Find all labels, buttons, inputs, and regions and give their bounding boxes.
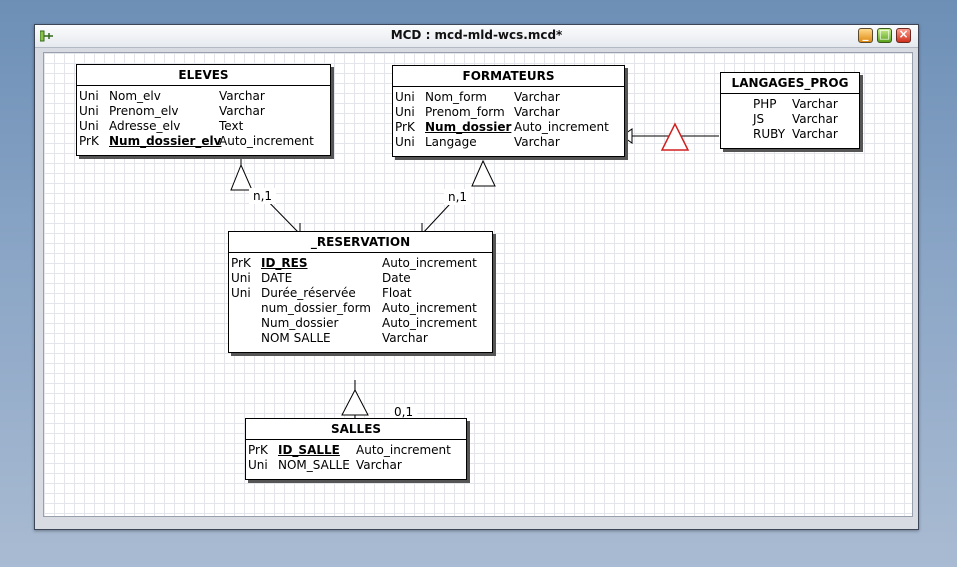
attribute-key: Uni [395,135,415,149]
attribute-type: Auto_increment [356,443,451,457]
attribute-key: Uni [395,90,415,104]
app-logo-icon [40,30,53,42]
attribute-type: Varchar [792,112,838,126]
entity-salles[interactable]: SALLES PrK ID_SALLE Auto_increment Uni N… [245,418,467,480]
attribute-type: Varchar [356,458,402,472]
attribute-name: JS [753,112,765,126]
entity-title: LANGAGES_PROG [721,73,859,94]
attribute-name-primary-key: Num_dossier_elv [109,134,222,148]
attribute-key: Uni [79,119,99,133]
window-title: MCD : mcd-mld-wcs.mcd* [390,28,563,42]
entity-title: ELEVES [77,65,330,86]
attribute-type: Varchar [514,105,560,119]
close-icon: × [898,27,909,41]
attribute-name: PHP [753,97,777,111]
diagram-canvas[interactable]: n,1 n,1 0,1 ELEVES Uni Nom_elv Varchar U… [43,52,913,517]
attribute-name: Prenom_form [425,105,505,119]
attribute-row[interactable]: Uni Nom_elv Varchar [77,89,330,104]
maximize-icon: □ [878,27,891,41]
attribute-key: PrK [231,256,251,270]
attribute-key: Uni [248,458,268,472]
minimize-button[interactable]: _ [858,27,873,43]
attribute-row[interactable]: Uni Nom_form Varchar [393,90,624,105]
attribute-type: Auto_increment [514,120,609,134]
attribute-key: Uni [395,105,415,119]
attribute-type: Varchar [219,104,265,118]
attribute-row[interactable]: Uni Prenom_elv Varchar [77,104,330,119]
attribute-type: Varchar [792,127,838,141]
attribute-row[interactable]: Uni Adresse_elv Text [77,119,330,134]
attribute-row[interactable]: PrK Num_dossier_elv Auto_increment [77,134,330,149]
entity-formateurs[interactable]: FORMATEURS Uni Nom_form Varchar Uni Pren… [392,65,625,157]
attribute-key: PrK [248,443,268,457]
close-button[interactable]: × [896,27,911,43]
attribute-name: Durée_réservée [261,286,356,300]
attribute-name: Adresse_elv [109,119,181,133]
attribute-name: num_dossier_form [261,301,371,315]
attribute-row[interactable]: Num_dossier Auto_increment [229,316,492,331]
attribute-type: Date [382,271,411,285]
attribute-type: Auto_increment [219,134,314,148]
entity-title: _RESERVATION [229,232,492,253]
attribute-type: Varchar [792,97,838,111]
attribute-key: Uni [79,89,99,103]
attribute-name: RUBY [753,127,786,141]
attribute-name: Langage [425,135,477,149]
attribute-key: PrK [395,120,415,134]
entity-title: FORMATEURS [393,66,624,87]
attribute-type: Auto_increment [382,301,477,315]
attribute-key: Uni [231,271,251,285]
attribute-type: Auto_increment [382,256,477,270]
attribute-name: Num_dossier [261,316,339,330]
entity-title: SALLES [246,419,466,440]
attribute-row[interactable]: PrK Num_dossier Auto_increment [393,120,624,135]
link-langages-formateurs[interactable] [620,122,719,151]
attribute-row[interactable]: PHP Varchar [721,97,859,112]
attribute-name-primary-key: Num_dossier [425,120,512,134]
attribute-row[interactable]: NOM SALLE Varchar [229,331,492,346]
attribute-name: Nom_form [425,90,487,104]
attribute-type: Varchar [514,135,560,149]
cardinality-reservation-salles: 0,1 [390,404,418,420]
attribute-type: Auto_increment [382,316,477,330]
attribute-name: Nom_elv [109,89,161,103]
minimize-icon: _ [862,27,869,41]
attribute-row[interactable]: Uni Prenom_form Varchar [393,105,624,120]
cardinality-formateurs-reservation: n,1 [444,189,472,205]
attribute-name: NOM SALLE [261,331,331,345]
attribute-key: PrK [79,134,99,148]
attribute-type: Varchar [382,331,428,345]
attribute-name-primary-key: ID_RES [261,256,308,270]
entity-langages-prog[interactable]: LANGAGES_PROG PHP Varchar JS Varchar RUB… [720,72,860,149]
attribute-name-primary-key: ID_SALLE [278,443,340,457]
attribute-row[interactable]: Uni NOM_SALLE Varchar [246,458,466,473]
attribute-name: Prenom_elv [109,104,179,118]
app-window: MCD : mcd-mld-wcs.mcd* _ □ × [34,24,919,530]
attribute-key: Uni [231,286,251,300]
attribute-row[interactable]: JS Varchar [721,112,859,127]
attribute-type: Float [382,286,412,300]
attribute-row[interactable]: num_dossier_form Auto_increment [229,301,492,316]
attribute-row[interactable]: Uni DATE Date [229,271,492,286]
entity-eleves[interactable]: ELEVES Uni Nom_elv Varchar Uni Prenom_el… [76,64,331,156]
title-bar[interactable]: MCD : mcd-mld-wcs.mcd* _ □ × [35,25,918,48]
attribute-row[interactable]: Uni Durée_réservée Float [229,286,492,301]
cardinality-eleves-reservation: n,1 [249,188,277,204]
attribute-row[interactable]: PrK ID_SALLE Auto_increment [246,443,466,458]
attribute-name: NOM_SALLE [278,458,350,472]
attribute-type: Varchar [219,89,265,103]
attribute-row[interactable]: PrK ID_RES Auto_increment [229,256,492,271]
attribute-type: Text [219,119,244,133]
attribute-type: Varchar [514,90,560,104]
attribute-key: Uni [79,104,99,118]
attribute-name: DATE [261,271,293,285]
attribute-row[interactable]: RUBY Varchar [721,127,859,142]
maximize-button[interactable]: □ [877,27,892,43]
attribute-row[interactable]: Uni Langage Varchar [393,135,624,150]
entity-reservation[interactable]: _RESERVATION PrK ID_RES Auto_increment U… [228,231,493,353]
